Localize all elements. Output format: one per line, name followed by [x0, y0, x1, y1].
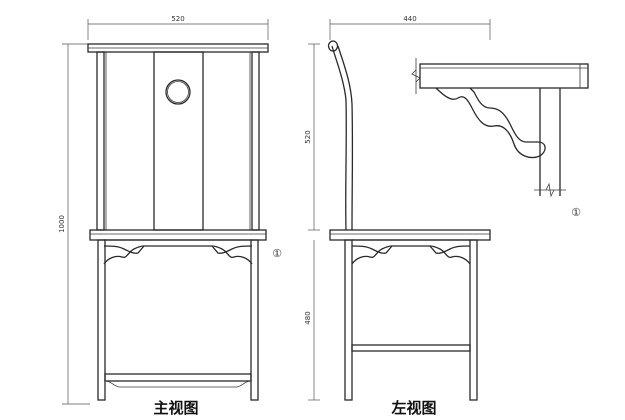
- detail-leg-section: [534, 88, 566, 198]
- front-back-splat: [153, 51, 204, 231]
- front-back-post-right: [251, 51, 260, 231]
- side-apron: [351, 239, 471, 265]
- front-detail-marker: ①: [272, 247, 282, 260]
- side-back-post: [327, 40, 354, 231]
- front-stretcher: [104, 373, 252, 388]
- side-back-height-dimension: 520: [304, 43, 320, 231]
- side-seat-height-label: 480: [304, 311, 312, 324]
- front-apron: [103, 239, 253, 265]
- detail-marker: ①: [571, 206, 581, 219]
- side-seat: [329, 229, 491, 241]
- side-depth-label: 440: [403, 15, 416, 23]
- front-leg-left: [97, 239, 106, 401]
- front-view: 520 1000: [58, 15, 282, 417]
- front-back-post-left: [96, 51, 105, 231]
- detail-view: ①: [411, 58, 589, 219]
- front-view-caption: 主视图: [153, 399, 198, 417]
- round-medallion: [165, 79, 191, 105]
- side-view-caption: 左视图: [390, 399, 436, 417]
- front-top-rail: [87, 43, 269, 53]
- detail-break-line-left: [411, 58, 421, 94]
- front-seat: [89, 229, 267, 241]
- front-height-label: 1000: [58, 215, 66, 233]
- side-seat-height-dimension: 480: [304, 240, 320, 401]
- side-view: 440 520 480: [304, 15, 491, 417]
- front-height-dimension: 1000: [58, 43, 90, 405]
- front-width-dimension: 520: [87, 15, 269, 40]
- front-width-label: 520: [171, 15, 184, 23]
- detail-cloud-bracket: [435, 87, 546, 159]
- side-leg-front: [469, 239, 478, 401]
- front-leg-right: [250, 239, 259, 401]
- side-back-height-label: 520: [304, 130, 312, 143]
- side-stretcher: [351, 344, 471, 352]
- detail-seat-section: [419, 63, 589, 89]
- side-leg-rear: [344, 239, 353, 401]
- side-depth-dimension: 440: [329, 15, 491, 40]
